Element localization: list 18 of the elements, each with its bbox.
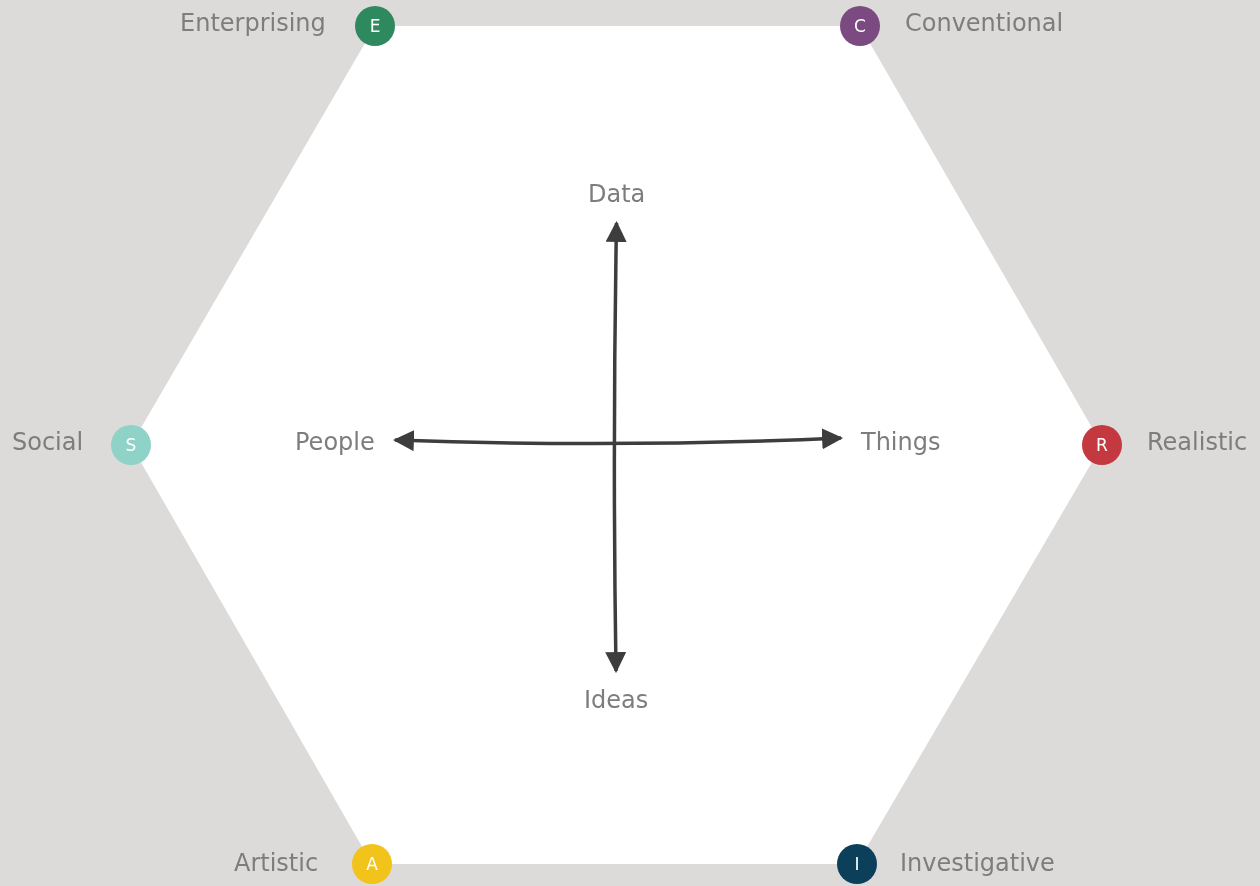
- letter-circle: R: [1082, 425, 1122, 465]
- letter-circle: C: [840, 6, 880, 46]
- type-label: Enterprising: [180, 8, 326, 38]
- letter-circle: S: [111, 425, 151, 465]
- letter-circle: E: [355, 6, 395, 46]
- axis-label: Things: [861, 427, 941, 457]
- type-label: Artistic: [234, 848, 319, 878]
- double-arrow: [392, 428, 844, 452]
- type-label: Realistic: [1147, 427, 1248, 457]
- type-label: Conventional: [905, 8, 1064, 38]
- type-label: Investigative: [900, 848, 1055, 878]
- axis-label: Data: [588, 179, 646, 209]
- axis-label: People: [295, 427, 375, 457]
- double-arrow: [605, 220, 627, 674]
- type-label: Social: [12, 427, 84, 457]
- axis-label: Ideas: [584, 685, 649, 715]
- letter-circle: I: [837, 844, 877, 884]
- letter-circle: A: [352, 844, 392, 884]
